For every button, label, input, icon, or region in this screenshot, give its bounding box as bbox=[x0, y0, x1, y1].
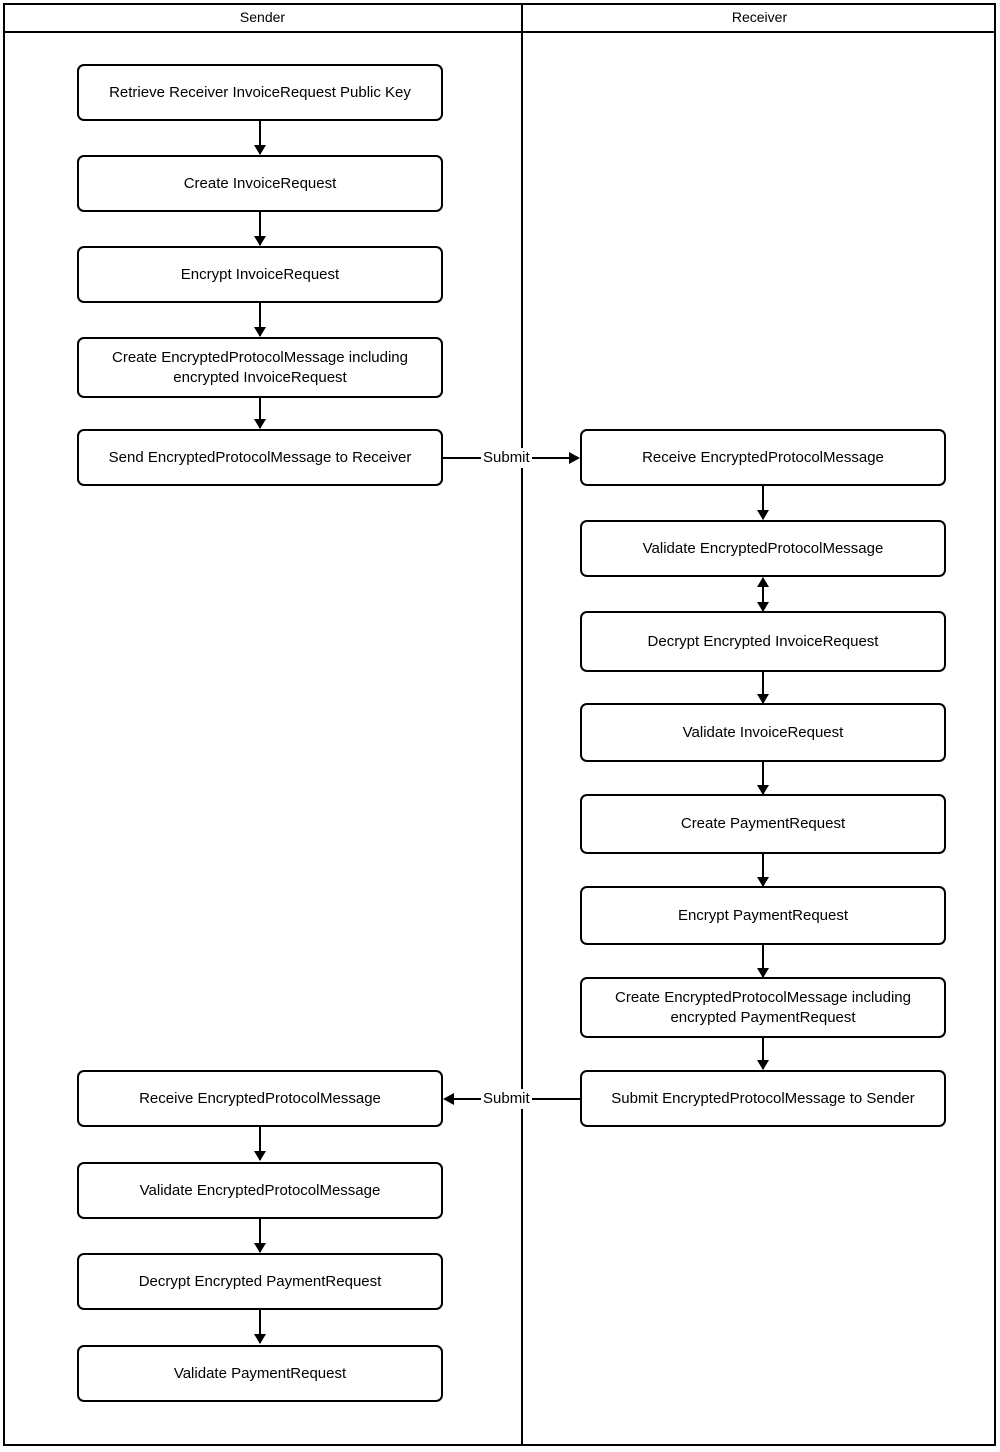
edge-label-submit-return: Submit bbox=[481, 1089, 532, 1109]
lane-header-separator bbox=[3, 31, 996, 33]
arrow-s1-to-s2 bbox=[259, 121, 261, 154]
node-label: Send EncryptedProtocolMessage to Receive… bbox=[108, 448, 412, 466]
node-label: Receive EncryptedProtocolMessage bbox=[139, 1089, 381, 1107]
arrow-s7-to-s8 bbox=[259, 1219, 261, 1252]
arrowhead-right-icon bbox=[569, 452, 580, 464]
arrow-s6-to-s7 bbox=[259, 1127, 261, 1160]
node-label: Create EncryptedProtocolMessage includin… bbox=[615, 988, 911, 1026]
edge-label-submit-forward: Submit bbox=[481, 448, 532, 468]
node-label: Submit EncryptedProtocolMessage to Sende… bbox=[611, 1089, 915, 1107]
node-label: Validate EncryptedProtocolMessage bbox=[139, 1181, 381, 1199]
arrow-r3-to-r4 bbox=[762, 672, 764, 703]
lane-title-sender: Sender bbox=[239, 9, 286, 25]
arrow-r6-to-r7 bbox=[762, 945, 764, 977]
arrow-r2-to-r3-bidirectional bbox=[762, 578, 764, 611]
lane-divider bbox=[521, 3, 523, 1446]
node-encrypt-paymentrequest[interactable]: Encrypt PaymentRequest bbox=[580, 886, 946, 945]
node-decrypt-encrypted-paymentrequest[interactable]: Decrypt Encrypted PaymentRequest bbox=[77, 1253, 443, 1310]
node-submit-encryptedprotocolmessage-to-sender[interactable]: Submit EncryptedProtocolMessage to Sende… bbox=[580, 1070, 946, 1127]
node-label: Validate PaymentRequest bbox=[173, 1364, 347, 1382]
node-sender-receive-encryptedprotocolmessage[interactable]: Receive EncryptedProtocolMessage bbox=[77, 1070, 443, 1127]
node-validate-invoicerequest[interactable]: Validate InvoiceRequest bbox=[580, 703, 946, 762]
node-label: Decrypt Encrypted PaymentRequest bbox=[138, 1272, 382, 1290]
arrow-r5-to-r6 bbox=[762, 854, 764, 886]
node-label: Create InvoiceRequest bbox=[183, 174, 337, 192]
node-retrieve-receiver-invoicerequest-public-key[interactable]: Retrieve Receiver InvoiceRequest Public … bbox=[77, 64, 443, 121]
node-create-invoicerequest[interactable]: Create InvoiceRequest bbox=[77, 155, 443, 212]
node-send-encryptedprotocolmessage-to-receiver[interactable]: Send EncryptedProtocolMessage to Receive… bbox=[77, 429, 443, 486]
node-label: Encrypt InvoiceRequest bbox=[180, 265, 340, 283]
arrowhead-left-icon bbox=[443, 1093, 454, 1105]
arrow-s8-to-s9 bbox=[259, 1310, 261, 1343]
node-create-encryptedprotocolmessage-invoicerequest[interactable]: Create EncryptedProtocolMessage includin… bbox=[77, 337, 443, 398]
edge-submit-forward: Submit bbox=[443, 448, 580, 468]
node-create-paymentrequest[interactable]: Create PaymentRequest bbox=[580, 794, 946, 854]
lane-title-receiver: Receiver bbox=[731, 9, 788, 25]
arrow-r4-to-r5 bbox=[762, 762, 764, 794]
node-label: Create PaymentRequest bbox=[680, 815, 846, 832]
arrow-s2-to-s3 bbox=[259, 212, 261, 245]
node-create-encryptedprotocolmessage-paymentrequest[interactable]: Create EncryptedProtocolMessage includin… bbox=[580, 977, 946, 1038]
node-validate-paymentrequest[interactable]: Validate PaymentRequest bbox=[77, 1345, 443, 1402]
node-label: Retrieve Receiver InvoiceRequest Public … bbox=[109, 83, 411, 101]
node-receiver-receive-encryptedprotocolmessage[interactable]: Receive EncryptedProtocolMessage bbox=[580, 429, 946, 486]
arrow-r1-to-r2 bbox=[762, 486, 764, 519]
node-encrypt-invoicerequest[interactable]: Encrypt InvoiceRequest bbox=[77, 246, 443, 303]
node-label: Create EncryptedProtocolMessage includin… bbox=[112, 348, 408, 386]
node-label: Validate InvoiceRequest bbox=[682, 723, 844, 741]
node-label: Decrypt Encrypted InvoiceRequest bbox=[647, 632, 879, 650]
arrow-s4-to-s5 bbox=[259, 398, 261, 428]
node-decrypt-encrypted-invoicerequest[interactable]: Decrypt Encrypted InvoiceRequest bbox=[580, 611, 946, 672]
node-label: Validate EncryptedProtocolMessage bbox=[642, 539, 884, 557]
node-label: Receive EncryptedProtocolMessage bbox=[642, 448, 884, 466]
arrow-s3-to-s4 bbox=[259, 303, 261, 336]
edge-submit-return: Submit bbox=[443, 1089, 580, 1109]
node-receiver-validate-encryptedprotocolmessage[interactable]: Validate EncryptedProtocolMessage bbox=[580, 520, 946, 577]
node-sender-validate-encryptedprotocolmessage[interactable]: Validate EncryptedProtocolMessage bbox=[77, 1162, 443, 1219]
arrow-r7-to-r8 bbox=[762, 1038, 764, 1069]
node-label: Encrypt PaymentRequest bbox=[677, 906, 849, 924]
